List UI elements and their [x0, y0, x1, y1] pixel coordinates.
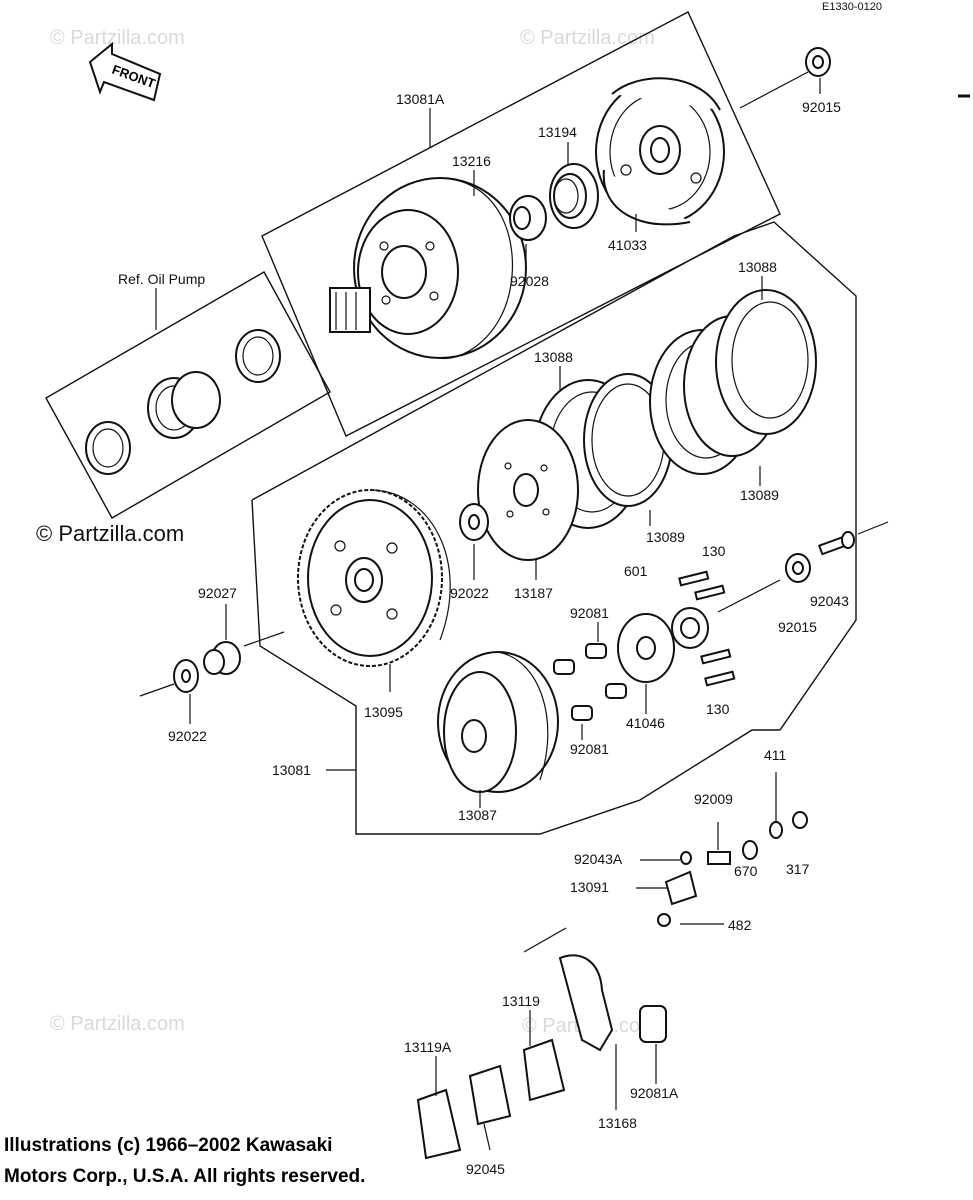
- label-92081A: 92081A: [630, 1085, 679, 1101]
- label-92009: 92009: [694, 791, 733, 807]
- clutch-housing: [329, 177, 527, 360]
- watermark: © Partzilla.com: [50, 27, 185, 49]
- lifter-plate-41046: [617, 613, 675, 683]
- watermark: © Partzilla.com: [520, 27, 655, 49]
- bolts-130: [678, 570, 736, 687]
- label-13091: 13091: [570, 879, 609, 895]
- clutch-hub: [437, 651, 559, 793]
- watermark: © Partzilla.com: [36, 521, 184, 546]
- nut-92015-mid: [785, 553, 811, 583]
- label-13168: 13168: [598, 1115, 637, 1131]
- oil-pump-gear: [85, 329, 281, 475]
- label-670: 670: [734, 863, 758, 879]
- label-13187: 13187: [514, 585, 553, 601]
- label-92015-top: 92015: [802, 99, 841, 115]
- washer-92022-mid: [459, 503, 489, 541]
- label-13089-b: 13089: [646, 529, 685, 545]
- bushing-92028: [509, 195, 547, 241]
- clutch-shoe-41033: [595, 77, 725, 226]
- label-13095: 13095: [364, 704, 403, 720]
- label-13089-a: 13089: [740, 487, 779, 503]
- label-13194: 13194: [538, 124, 577, 140]
- label-92022-a: 92022: [450, 585, 489, 601]
- label-13119: 13119: [502, 993, 540, 1009]
- label-130-a: 130: [702, 543, 726, 559]
- label-41046: 41046: [626, 715, 665, 731]
- label-13087: 13087: [458, 807, 497, 823]
- washer-92022-left: [173, 659, 199, 693]
- label-13119A: 13119A: [404, 1039, 452, 1055]
- label-13088-b: 13088: [534, 349, 573, 365]
- copyright-line-1: Illustrations (c) 1966–2002 Kawasaki: [4, 1135, 333, 1156]
- label-41033: 41033: [608, 237, 647, 253]
- label-601: 601: [624, 563, 648, 579]
- copyright-line-2: Motors Corp., U.S.A. All rights reserved…: [4, 1166, 366, 1187]
- springs-92081: [553, 643, 627, 721]
- nut-92015-top: [805, 47, 831, 77]
- label-92015-mid: 92015: [778, 619, 817, 635]
- label-92022-b: 92022: [168, 728, 207, 744]
- bolt-92043: [817, 531, 855, 556]
- leader-lines: [155, 71, 821, 1151]
- label-317: 317: [786, 861, 810, 877]
- watermark: © Partzilla.com: [50, 1013, 185, 1035]
- label-92043A: 92043A: [574, 851, 623, 867]
- label-13088-a: 13088: [738, 259, 777, 275]
- label-130-b: 130: [706, 701, 730, 717]
- label-13081A: 13081A: [396, 91, 445, 107]
- label-411: 411: [764, 747, 787, 763]
- label-92081-a: 92081: [570, 605, 609, 621]
- label-13216: 13216: [452, 153, 491, 169]
- label-92043: 92043: [810, 593, 849, 609]
- collar-92027: [203, 641, 241, 675]
- label-92045: 92045: [466, 1161, 505, 1177]
- label-13081: 13081: [272, 762, 311, 778]
- group-oil-pump-outline: [45, 271, 331, 519]
- label-92081-b: 92081: [570, 741, 609, 757]
- bearing-601: [671, 607, 709, 649]
- front-arrow-icon: FRONT: [88, 41, 162, 102]
- label-482: 482: [728, 917, 752, 933]
- one-way-clutch-13194: [549, 163, 599, 229]
- friction-plates: [533, 289, 817, 529]
- pressure-plate: [477, 419, 579, 561]
- group-13081-outline: [251, 221, 857, 835]
- label-ref-oil-pump: Ref. Oil Pump: [118, 271, 205, 287]
- label-92027: 92027: [198, 585, 237, 601]
- label-92028: 92028: [510, 273, 549, 289]
- release-parts: [416, 811, 808, 1160]
- clutch-gear-13095: [297, 489, 451, 667]
- drawing-code: E1330-0120: [822, 1, 882, 13]
